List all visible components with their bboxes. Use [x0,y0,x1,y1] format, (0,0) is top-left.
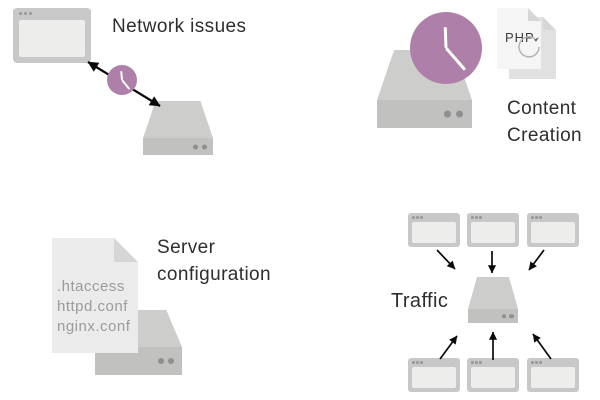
browser-window-icon [13,8,91,63]
window-controls-icon [531,361,542,364]
window-controls-icon [531,216,542,219]
window-controls-icon [412,361,423,364]
server-icon [143,101,213,155]
window-content-area [471,367,515,388]
window-content-area [412,222,456,243]
server-leds-icon [158,358,175,364]
window-controls-icon [19,12,32,15]
content-creation-label: Content Creation [507,98,583,146]
config-file-icon: .htaccess httpd.conf nginx.conf [52,238,138,353]
window-content-area [531,222,575,243]
window-content-area [412,367,456,388]
server-front-face [468,309,518,323]
server-front-face [377,100,472,128]
window-content-area [19,20,85,57]
clock-minute-hand [444,47,467,71]
clock-minute-hand [121,79,131,90]
server-leds-icon [444,110,464,118]
network-issues-label: Network issues [112,16,247,37]
php-file-label: PHP [505,30,535,45]
server-top-face [468,277,518,309]
clock-icon [410,12,482,84]
server-front-face [143,138,213,155]
config-file-name: nginx.conf [57,318,131,335]
server-configuration-label: Server configuration [157,237,271,285]
browser-window-icon [408,358,460,392]
config-file-name: .htaccess [57,278,125,295]
window-controls-icon [471,361,482,364]
browser-window-icon [408,213,460,247]
window-controls-icon [412,216,423,219]
clock-hour-hand [443,26,448,49]
browser-window-icon [467,358,519,392]
traffic-label: Traffic [391,290,449,312]
server-icon [468,277,518,323]
window-content-area [471,222,515,243]
server-leds-icon [192,144,207,149]
browser-window-icon [467,213,519,247]
config-file-list: .htaccess httpd.conf nginx.conf [57,277,130,337]
clock-icon [107,65,137,95]
config-file-name: httpd.conf [57,298,128,315]
window-controls-icon [471,216,482,219]
browser-window-icon [527,358,579,392]
refresh-icon [518,36,540,58]
window-content-area [531,367,575,388]
server-top-face [143,101,213,138]
browser-window-icon [527,213,579,247]
server-leds-icon [501,313,514,319]
